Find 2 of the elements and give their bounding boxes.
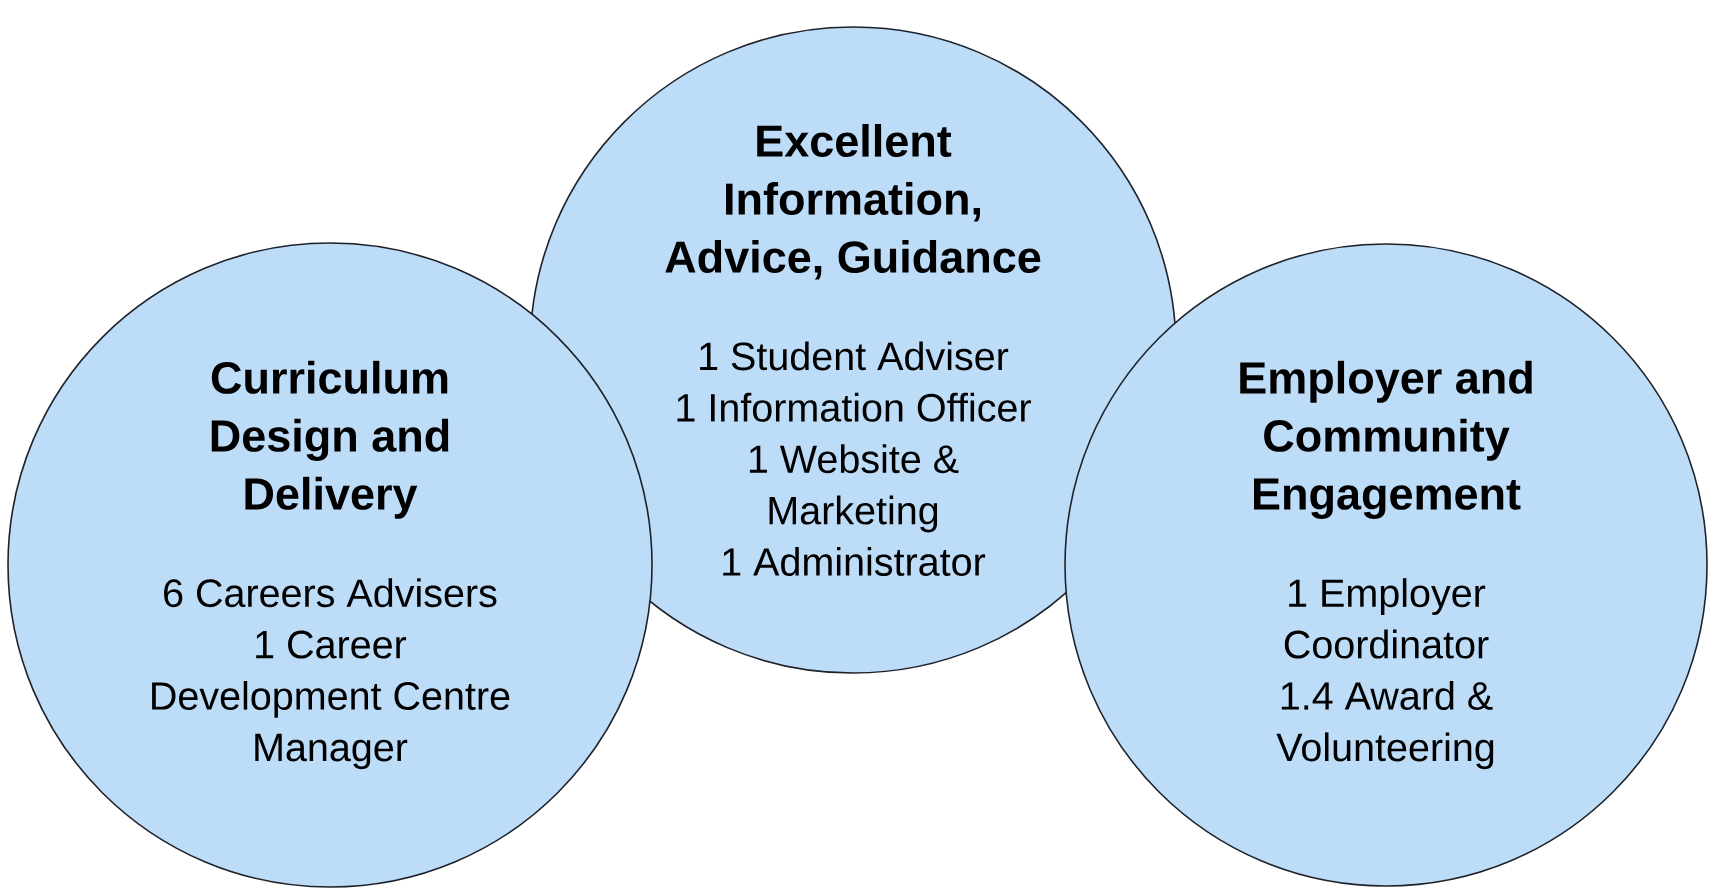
circle-node: Employer and Community Engagement 1 Employer Coordinator 1.4 Award & Volunteering (1064, 243, 1708, 887)
circle-node: Curriculum Design and Delivery 6 Careers Advisers 1 Career Development Centre Manager (7, 242, 653, 888)
